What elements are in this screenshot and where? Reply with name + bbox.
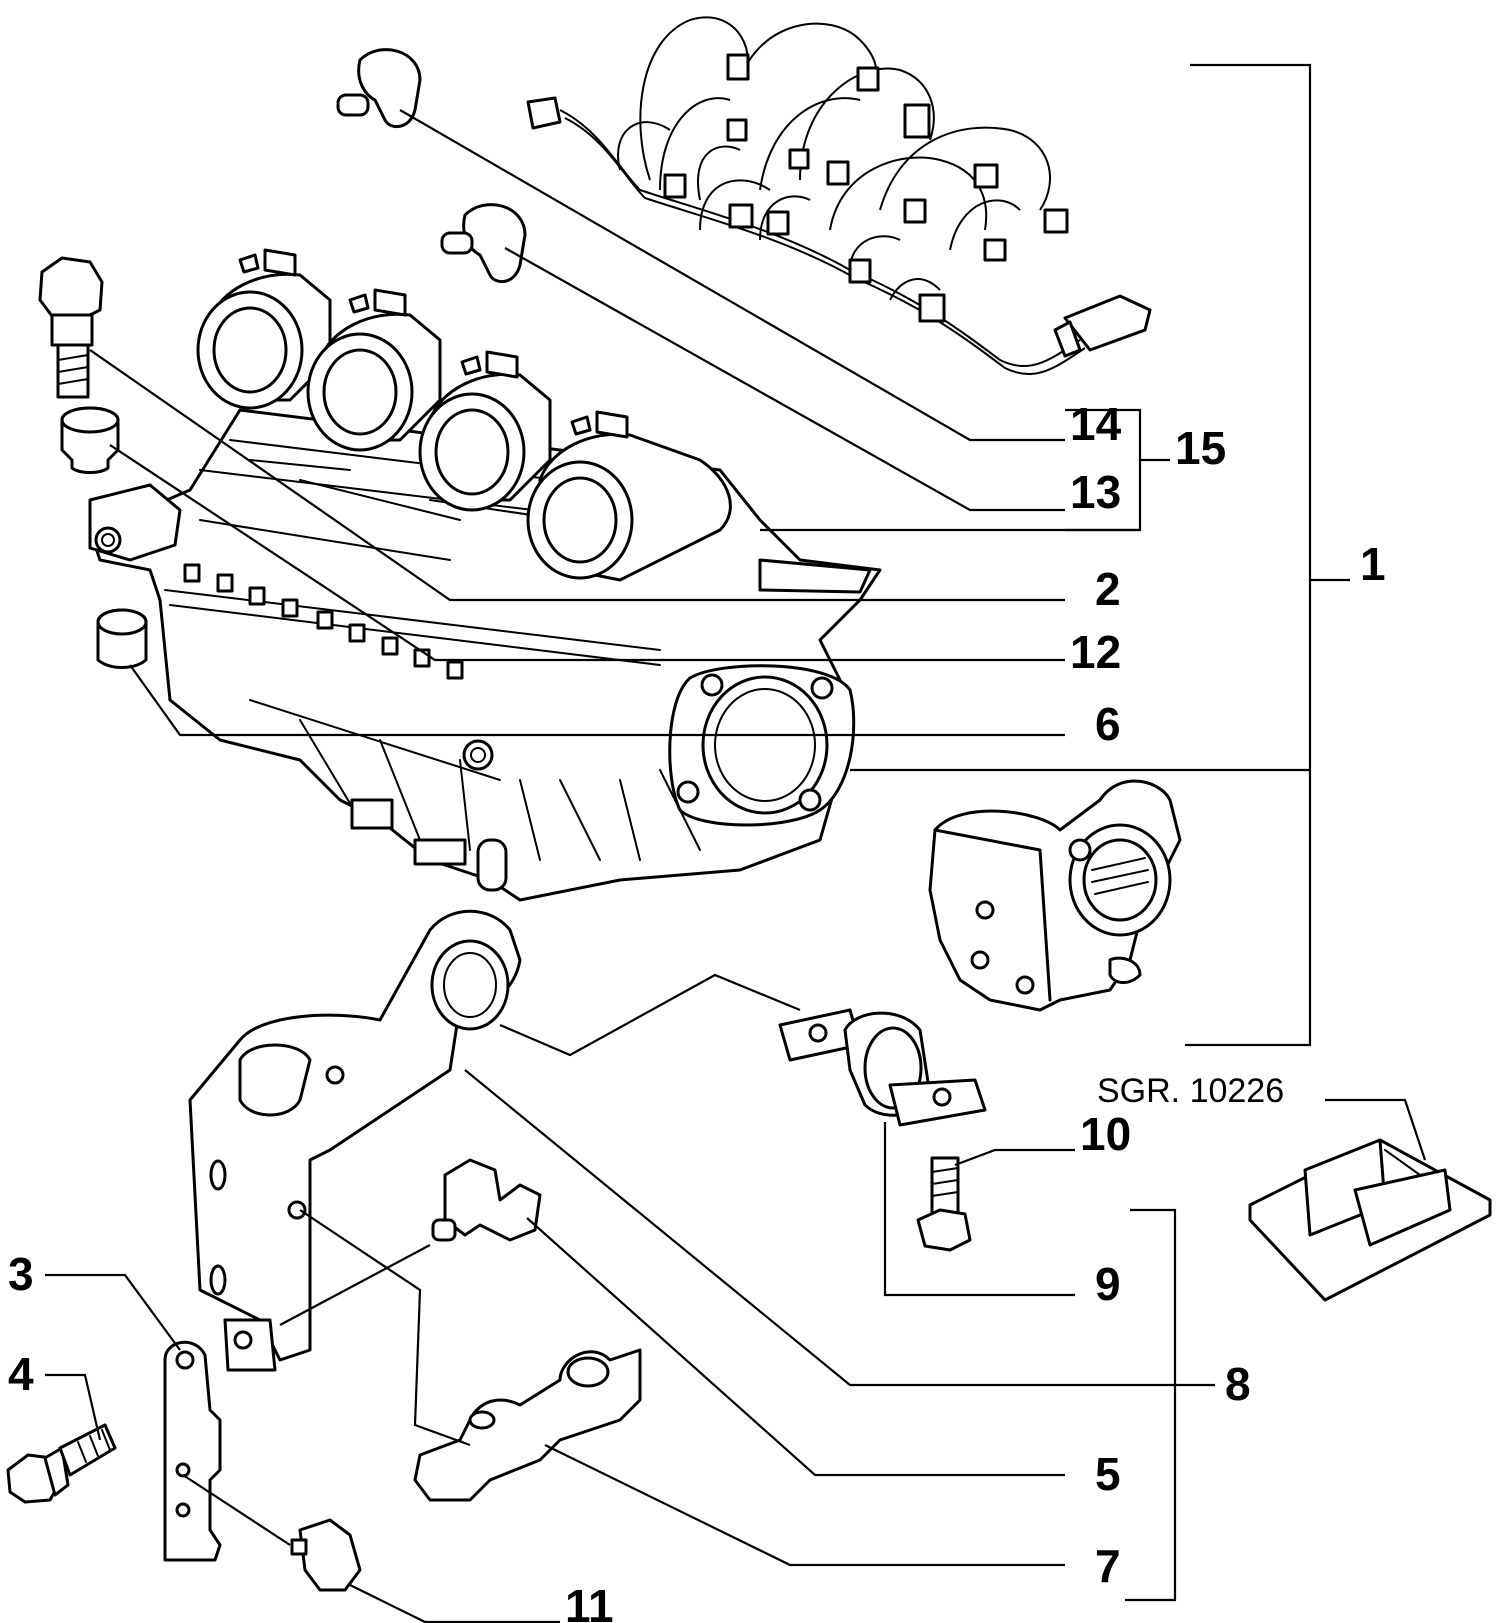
runner-2 [306, 288, 442, 452]
runner-4 [526, 410, 732, 582]
bracket-8[interactable] [188, 909, 522, 1372]
bolt-4[interactable] [6, 1423, 117, 1504]
wiring-harness[interactable] [526, 16, 1152, 376]
clip-7[interactable] [413, 1348, 642, 1502]
bushing-12[interactable] [60, 406, 120, 474]
bolt-10[interactable] [916, 1156, 972, 1252]
throttle-body[interactable] [928, 779, 1182, 1012]
callout-6: 6 [1095, 698, 1121, 750]
callout-1: 1 [1360, 538, 1386, 590]
bracket-3[interactable] [163, 1340, 222, 1562]
runner-3 [418, 350, 552, 512]
mount-9[interactable] [778, 1008, 987, 1127]
callout-2: 2 [1095, 563, 1121, 615]
control-module[interactable] [1248, 1138, 1492, 1302]
clip-11[interactable] [290, 1518, 362, 1592]
callout-12: 12 [1070, 626, 1121, 678]
callout-numbers: 14 13 15 1 2 12 6 10 9 8 5 7 11 3 4 SGR.… [8, 398, 1386, 1623]
clip-5[interactable] [431, 1158, 542, 1242]
callout-9: 9 [1095, 1258, 1121, 1310]
callout-11: 11 [565, 1580, 614, 1623]
clip-13[interactable] [440, 203, 527, 284]
clip-14[interactable] [336, 48, 422, 129]
runner-1 [196, 248, 332, 410]
bolt-2[interactable] [38, 256, 104, 399]
callout-15: 15 [1175, 422, 1226, 474]
intake-manifold[interactable] [88, 248, 882, 902]
callout-7: 7 [1095, 1540, 1121, 1592]
callout-10: 10 [1080, 1108, 1131, 1160]
leader-lines [45, 63, 1427, 1623]
callout-3: 3 [8, 1248, 34, 1300]
callout-14: 14 [1070, 398, 1122, 450]
callout-13: 13 [1070, 466, 1121, 518]
callout-5: 5 [1095, 1448, 1121, 1500]
callout-8: 8 [1225, 1358, 1251, 1410]
callout-4: 4 [8, 1348, 34, 1400]
bushing-6[interactable] [96, 608, 148, 669]
reference-label: SGR. 10226 [1097, 1072, 1284, 1110]
